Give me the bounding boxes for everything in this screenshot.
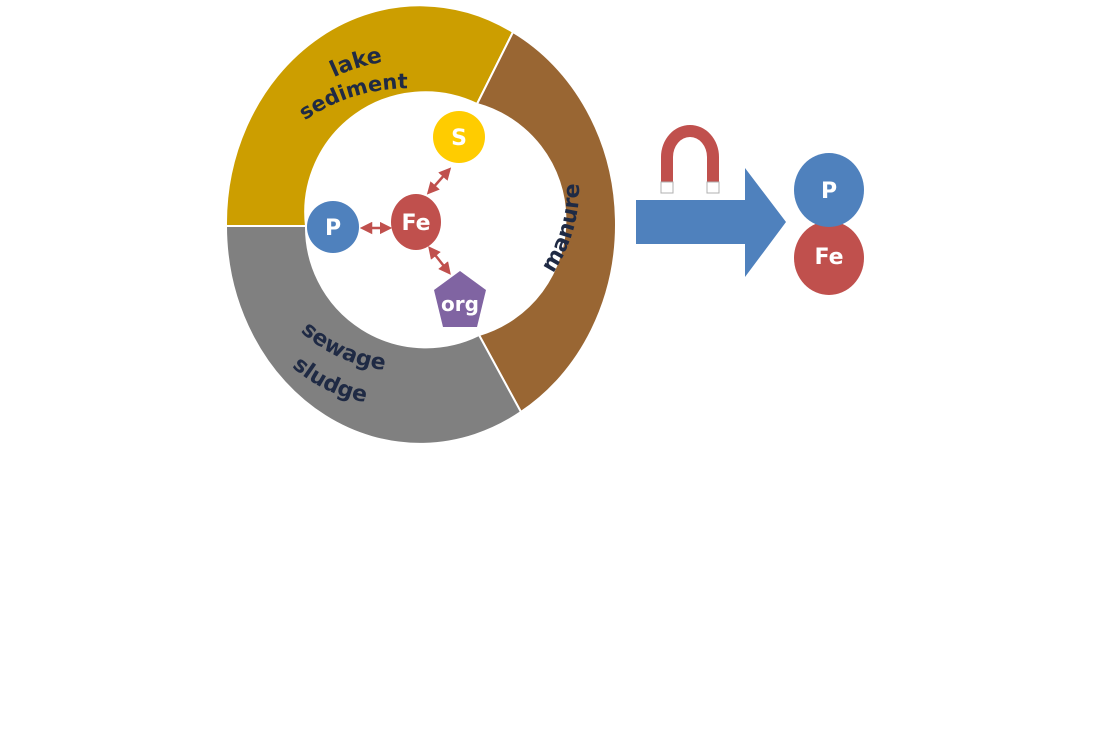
source-ring xyxy=(224,4,617,445)
node-org-label: org xyxy=(441,292,479,316)
bonds xyxy=(359,167,452,275)
node-p-label: P xyxy=(325,216,341,241)
product-fe-shape xyxy=(794,221,864,295)
product-fe: Fe xyxy=(794,221,864,295)
product-p: P xyxy=(794,153,864,227)
process-arrow xyxy=(636,168,786,277)
ring-segment-lake-sediment xyxy=(224,4,515,227)
node-org-shape xyxy=(434,271,486,327)
node-p-shape xyxy=(307,201,359,253)
horseshoe-magnet-icon xyxy=(660,125,720,194)
magnet-body xyxy=(661,125,719,182)
node-s: S xyxy=(433,111,485,163)
bond-fe-org xyxy=(428,246,451,275)
node-p: P xyxy=(307,201,359,253)
magnet-pole-left xyxy=(660,181,674,194)
node-fe-label: Fe xyxy=(401,211,430,236)
product-p-shape xyxy=(794,153,864,227)
node-fe-shape xyxy=(391,194,441,250)
magnet-pole-right xyxy=(706,181,720,194)
node-s-shape xyxy=(433,111,485,163)
ring-segment-manure xyxy=(475,30,617,414)
node-s-label: S xyxy=(451,126,467,151)
product-p-label: P xyxy=(821,179,837,204)
ring-segment-sewage-sludge xyxy=(224,225,523,445)
product-fe-label: Fe xyxy=(814,245,843,270)
bond-fe-s xyxy=(426,167,452,195)
node-org: org xyxy=(434,271,486,327)
node-fe: Fe xyxy=(391,194,441,250)
